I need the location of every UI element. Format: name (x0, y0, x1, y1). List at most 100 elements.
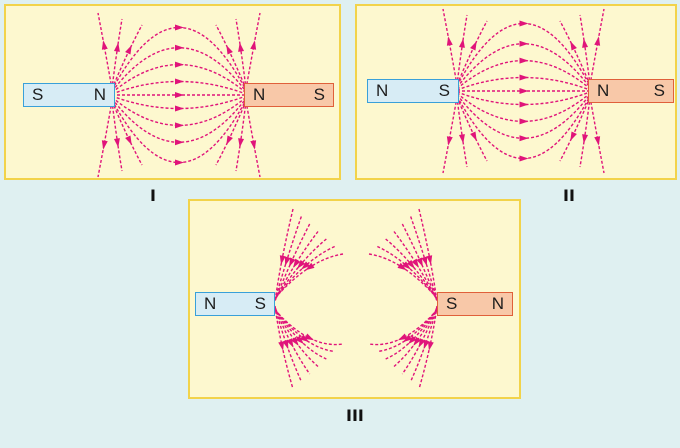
pole-label: S (313, 85, 325, 104)
field-line (579, 14, 591, 86)
field-line (456, 76, 591, 91)
field-line (274, 245, 335, 300)
field-arrow (174, 61, 184, 68)
pole-label: S (446, 294, 458, 313)
field-arrow (174, 24, 184, 31)
pole-label: S (32, 85, 44, 104)
field-arrow (290, 336, 299, 346)
field-arrow (278, 341, 285, 351)
field-arrow (284, 256, 291, 266)
field-arrow (125, 45, 132, 55)
magnet-left-1: S N (23, 83, 115, 107)
field-arrow (174, 122, 184, 129)
field-line (456, 14, 468, 86)
pole-label: N (597, 81, 610, 100)
field-lines-3 (274, 208, 438, 390)
field-arrow (113, 42, 120, 52)
field-arrow (101, 40, 108, 50)
field-line (368, 309, 438, 346)
field-arrow (397, 262, 407, 271)
field-line (559, 20, 591, 86)
caption-1: I (150, 186, 156, 205)
field-line (589, 96, 605, 174)
magnet-left-3: N S (195, 292, 275, 316)
field-arrow (301, 261, 310, 270)
field-lines-1 (97, 12, 261, 178)
field-arrow (238, 42, 245, 52)
field-arrow (426, 255, 433, 265)
field-arrow (125, 135, 132, 145)
pole-label: N (376, 81, 389, 100)
field-line (589, 8, 605, 86)
field-arrow (470, 131, 477, 141)
field-arrow (238, 138, 245, 148)
field-arrow (582, 134, 589, 144)
field-arrow (458, 38, 465, 48)
field-arrow (297, 259, 306, 269)
field-arrow (299, 334, 309, 343)
field-arrow (226, 135, 233, 145)
field-line (111, 100, 123, 172)
field-line (111, 24, 143, 90)
cropped-caption-text (0, 433, 680, 448)
field-line (442, 8, 458, 86)
field-arrow (403, 334, 413, 343)
field-line (377, 245, 438, 300)
field-arrow (594, 36, 601, 46)
pole-label: N (204, 294, 217, 313)
field-line (111, 100, 143, 166)
field-arrow (519, 101, 529, 108)
field-line (579, 96, 591, 168)
field-line (111, 98, 247, 143)
field-arrow (594, 136, 601, 146)
field-line (111, 18, 123, 90)
magnet-right-1: N S (244, 83, 334, 107)
field-line (235, 18, 247, 90)
field-arrow (470, 41, 477, 51)
field-arrow (519, 88, 529, 94)
field-arrow (570, 41, 577, 51)
caption-2: II (563, 186, 575, 205)
diagram-panel-2: N S N S (355, 4, 677, 180)
field-arrow (402, 261, 411, 270)
field-arrow (304, 333, 314, 341)
pole-label: S (254, 294, 266, 313)
field-arrow (519, 57, 529, 64)
field-arrow (416, 257, 423, 267)
field-line (274, 309, 344, 346)
field-arrow (282, 339, 289, 350)
field-arrow (519, 40, 529, 47)
field-arrow (519, 135, 529, 142)
field-arrow (174, 159, 184, 166)
field-line (235, 100, 247, 172)
field-arrow (413, 336, 422, 346)
field-arrow (570, 131, 577, 141)
pole-label: N (93, 85, 106, 104)
pole-label: N (253, 85, 266, 104)
field-arrow (458, 134, 465, 144)
field-arrow (226, 45, 233, 55)
field-line (111, 95, 247, 110)
magnet-left-2: N S (367, 79, 459, 103)
field-line (245, 100, 261, 178)
caption-3: III (346, 406, 364, 425)
field-line (456, 43, 591, 88)
pole-label: S (438, 81, 450, 100)
field-line (111, 47, 247, 92)
field-arrow (398, 333, 408, 341)
pole-label: N (491, 294, 504, 313)
field-line (215, 100, 247, 166)
field-arrow (519, 74, 529, 81)
field-arrow (174, 139, 184, 146)
field-arrow (421, 256, 428, 266)
field-arrow (295, 335, 304, 345)
field-line (456, 94, 591, 139)
field-line (215, 24, 247, 90)
field-arrow (519, 118, 529, 125)
field-line (559, 96, 591, 162)
field-arrow (427, 341, 434, 351)
field-arrow (250, 40, 257, 50)
field-line (456, 96, 488, 162)
field-arrow (113, 138, 120, 148)
field-line (456, 96, 468, 168)
